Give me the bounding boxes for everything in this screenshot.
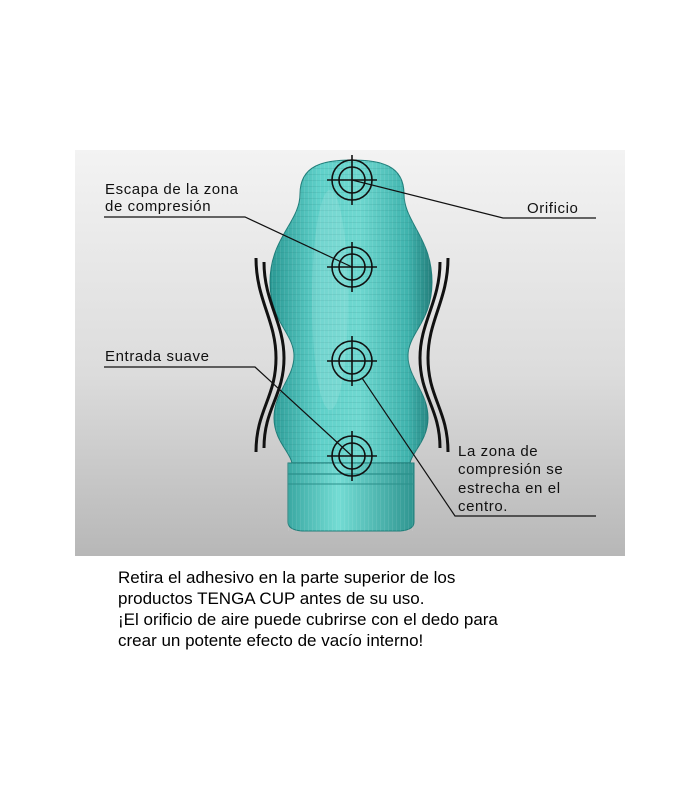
caption-line: Retira el adhesivo en la parte superior …: [118, 568, 456, 587]
leader-lines: [104, 179, 596, 517]
label-escape-line-1: Escapa de la zona: [105, 181, 239, 198]
caption-line: productos TENGA CUP antes de su uso.: [118, 589, 425, 608]
caption-line: ¡El orificio de aire puede cubrirse con …: [118, 610, 498, 629]
cup-base: [287, 462, 415, 532]
label-compression-line-4: centro.: [458, 498, 508, 515]
label-compression-line-1: La zona de: [458, 443, 538, 460]
label-escape-line-2: de compresión: [105, 198, 211, 215]
crosshair-icon: [327, 336, 377, 386]
label-hole: Orificio: [527, 200, 578, 217]
caption: Retira el adhesivo en la parte superior …: [118, 567, 658, 651]
wave-lines-icon: [254, 257, 450, 453]
label-compression-line-2: compresión se: [458, 461, 563, 478]
cup-body: [269, 159, 433, 464]
label-compression-line-3: estrecha en el: [458, 480, 561, 497]
label-entry: Entrada suave: [105, 348, 210, 365]
caption-line: crear un potente efecto de vacío interno…: [118, 631, 424, 650]
